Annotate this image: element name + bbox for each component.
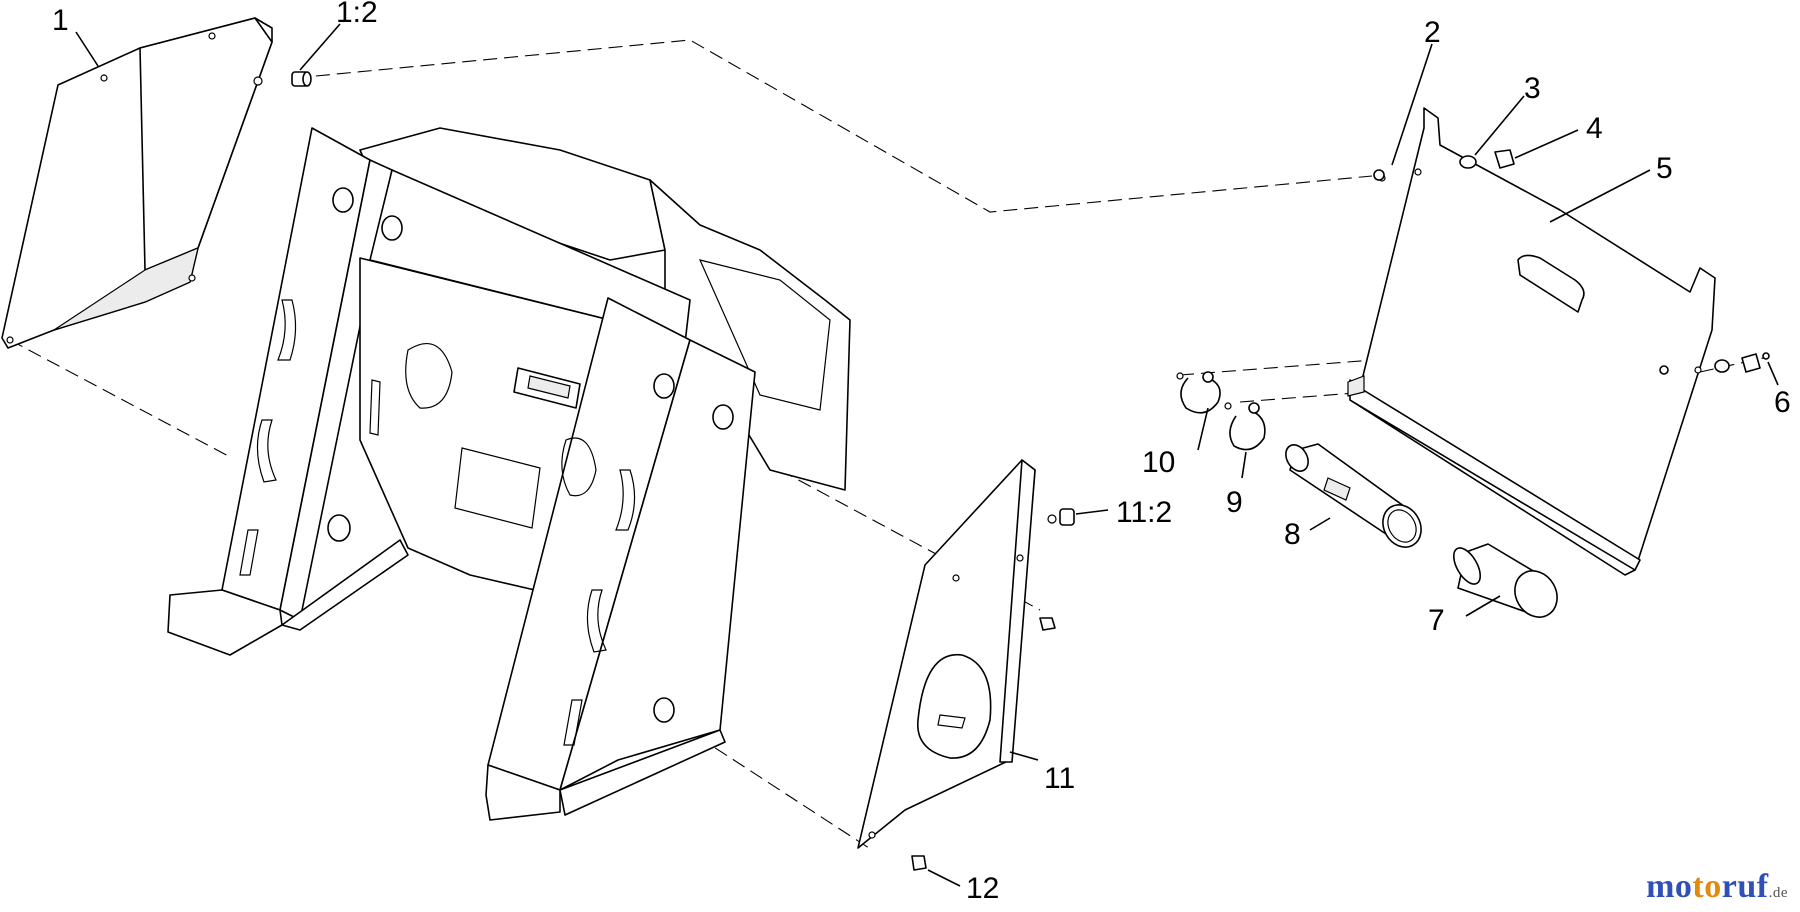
callout-4: 4 [1586,112,1603,145]
watermark-part-1: mo [1646,868,1693,905]
watermark-logo: motoruf.de [1646,868,1788,906]
callout-10: 10 [1142,446,1175,479]
callout-12: 12 [966,872,999,905]
callout-1-2: 1:2 [336,0,378,29]
callout-3: 3 [1524,72,1541,105]
callout-11-2: 11:2 [1116,496,1172,529]
callout-2: 2 [1424,16,1441,49]
main-frame [167,127,851,821]
callout-7: 7 [1428,604,1445,637]
watermark-tld: .de [1768,885,1788,901]
part-11-front-plate [857,459,1036,849]
watermark-part-3: ruf [1721,868,1769,905]
part-8-tube [1285,443,1422,548]
part-7-sleeve [1452,543,1558,618]
leader-lines [75,23,1779,887]
callout-labels: 1 1:2 2 3 4 5 6 7 8 9 10 11 11:2 12 [52,0,1791,905]
watermark-part-2: to [1692,868,1722,905]
part-1-2-spacer [253,71,312,87]
callout-9: 9 [1226,486,1243,519]
part-5-right-panel [1347,107,1716,576]
callout-6: 6 [1774,386,1791,419]
hardware-washers-knobs [1373,149,1770,375]
callout-8: 8 [1284,518,1301,551]
part-11-2-spacer [1047,508,1075,526]
callout-11: 11 [1044,762,1075,795]
callout-5: 5 [1656,152,1673,185]
part-1-side-shield [1,17,273,349]
part-9-clamp [1224,402,1266,451]
part-10-clamp [1176,371,1221,414]
callout-1: 1 [52,4,69,37]
bolt-hardware [911,617,1056,871]
